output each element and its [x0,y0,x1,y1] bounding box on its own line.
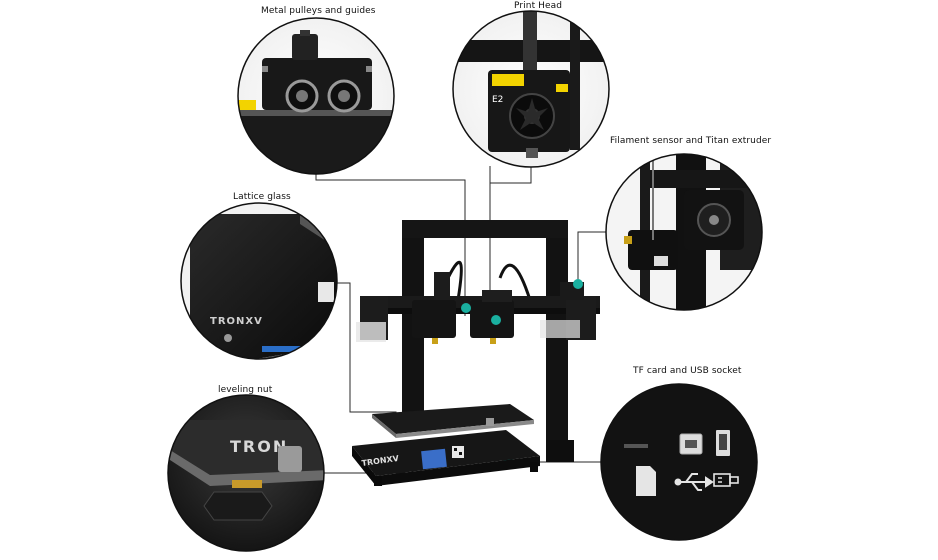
callout-label-tf-usb: TF card and USB socket [633,366,742,376]
callout-label-print-head: Print Head [514,1,563,11]
bed-logo-text: TRON [230,437,288,456]
sd-card-icon [636,466,656,496]
lattice-glass-detail-circle: TRONXV [180,202,338,360]
leveling-nut-detail-circle: TRON [167,394,325,552]
touch-screen [421,448,447,470]
print-head-code: E2 [492,95,503,105]
tf-usb-detail-circle [600,383,758,541]
tf-slot [624,444,648,448]
filament-sensor-detail-circle [605,153,763,311]
callout-label-filament: Filament sensor and Titan extruder [610,136,772,146]
printer-main: TRONXV [352,220,600,486]
usb-trident-icon [674,473,714,491]
qr-code [452,446,464,458]
callout-label-pulleys: Metal pulleys and guides [261,6,376,16]
callout-label-leveling: leveling nut [218,385,273,395]
usb-plug-icon [713,473,739,487]
pulleys-detail-circle [237,17,395,175]
callout-label-glass: Lattice glass [233,192,291,202]
print-head-detail-circle: E2 [452,10,610,168]
glass-logo-text: TRONXV [210,316,263,327]
